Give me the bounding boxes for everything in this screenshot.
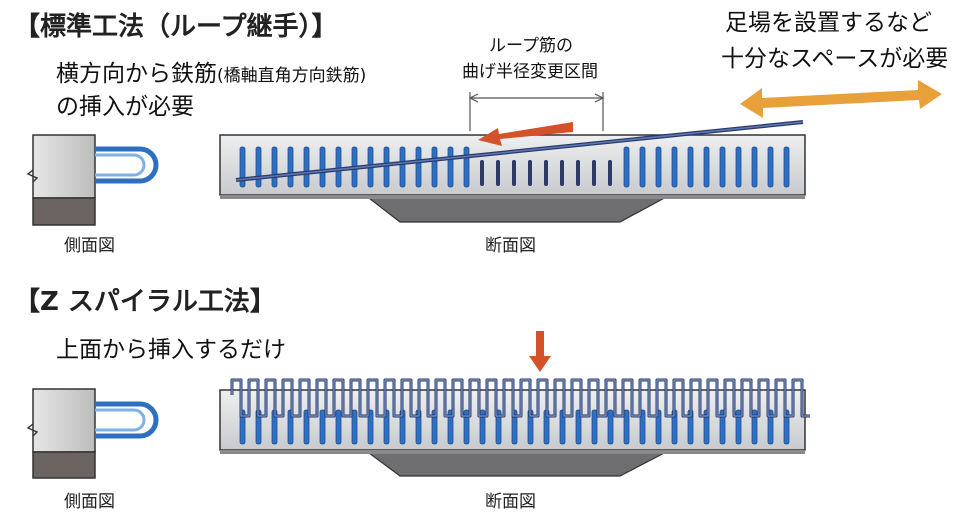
top-loop-bar: [671, 146, 678, 188]
top-rebar-group: [239, 146, 790, 188]
top-loop-bar: [576, 160, 580, 186]
workspace-double-arrow: [740, 80, 942, 118]
top-loop-bar: [528, 160, 532, 186]
top-loop-bar: [687, 146, 694, 188]
top-loop-bar: [544, 160, 548, 186]
loop-note-line2: 曲げ半径変更区間: [462, 62, 598, 82]
top-loop-bar: [480, 160, 484, 186]
top-loop-bar: [751, 146, 758, 188]
bottom-side-break-mark: [26, 423, 39, 437]
bottom-loop-bar: [751, 409, 758, 445]
top-side-slab: [32, 134, 96, 199]
bottom-section-caption: 断面図: [485, 492, 536, 512]
top-haunch: [363, 194, 671, 223]
bottom-loop-bar: [767, 409, 774, 445]
bottom-loop-bar: [623, 409, 630, 445]
bottom-loop-bar: [591, 409, 598, 445]
bottom-section-view: [219, 331, 810, 477]
top-requirement-line1: 横方向から鉄筋(橋軸直角方向鉄筋): [56, 63, 366, 86]
top-loop-bar: [447, 146, 454, 188]
top-insertion-arrow: [529, 331, 551, 372]
loop-note-line1: ループ筋の: [489, 36, 573, 56]
top-loop-bar: [255, 146, 262, 188]
top-side-break-mark: [26, 169, 39, 183]
bottom-loop-bar: [735, 409, 742, 445]
bottom-loop-bar: [479, 409, 486, 445]
top-loop-bar: [767, 146, 774, 188]
bottom-loop-bar: [575, 409, 582, 445]
bottom-side-caption: 側面図: [64, 492, 115, 512]
top-loop-bar: [608, 160, 612, 186]
top-loop-bar: [415, 146, 422, 188]
top-loop-bar: [319, 146, 326, 188]
bottom-title: 【Z スパイラル工法】: [14, 287, 276, 317]
bottom-side-loop-outer: [95, 401, 159, 439]
bottom-loop-bar: [463, 409, 470, 445]
top-loop-bar: [271, 146, 278, 188]
top-loop-bar: [512, 160, 516, 186]
top-requirement-text: 横方向から鉄筋: [56, 61, 217, 87]
top-loop-bar: [783, 146, 790, 188]
top-requirement-paren: (橋軸直角方向鉄筋): [217, 66, 367, 86]
top-loop-bar: [703, 146, 710, 188]
top-side-caption: 側面図: [64, 236, 115, 256]
top-loop-bar: [592, 160, 596, 186]
bottom-slab-bottom-edge: [220, 450, 805, 454]
top-loop-bar: [639, 146, 646, 188]
top-loop-bar: [399, 146, 406, 188]
top-transverse-rebar-highlight: [235, 121, 804, 181]
top-loop-bar: [383, 146, 390, 188]
top-loop-bar: [496, 160, 500, 186]
top-side-loop-inner: [95, 153, 146, 177]
top-loop-bar: [623, 146, 630, 188]
top-loop-bar: [463, 146, 470, 188]
bottom-side-girder: [32, 451, 96, 479]
space-note-line2: 十分なスペースが必要: [721, 46, 949, 72]
bottom-lead: 上面から挿入するだけ: [56, 337, 286, 363]
bottom-loop-bar: [319, 409, 326, 445]
top-requirement-line2: の挿入が必要: [56, 94, 194, 120]
bottom-loop-bar: [607, 409, 614, 445]
z-spiral-highlight: [231, 379, 810, 417]
bottom-loop-bar: [495, 409, 502, 445]
top-loop-bar: [735, 146, 742, 188]
bottom-loop-bar: [335, 409, 342, 445]
bottom-rebar-group: [239, 409, 790, 445]
top-loop-bar: [431, 146, 438, 188]
space-note-line1: 足場を設置するなど: [725, 10, 932, 36]
bottom-loop-bar: [719, 409, 726, 445]
top-loop-bar: [560, 160, 564, 186]
bottom-loop-bar: [447, 409, 454, 445]
bottom-side-loop-inner: [95, 408, 146, 432]
bottom-loop-bar: [639, 409, 646, 445]
top-loop-bar: [655, 146, 662, 188]
top-section-caption: 断面図: [485, 236, 536, 256]
top-side-girder: [32, 197, 96, 226]
top-loop-bar: [287, 146, 294, 188]
top-loop-bar: [335, 146, 342, 188]
top-side-loop-outer: [95, 146, 159, 184]
top-loop-bar: [303, 146, 310, 188]
top-title: 【標準工法（ループ継手）】: [14, 12, 338, 42]
bend-zone-left-arrowhead: [468, 93, 479, 103]
insertion-direction-arrow: [478, 122, 573, 146]
top-loop-bar: [239, 146, 246, 188]
bottom-loop-bar: [303, 409, 310, 445]
z-spiral-rebar: [230, 378, 810, 418]
bottom-loop-bar: [367, 409, 374, 445]
top-loop-bar: [719, 146, 726, 188]
bend-zone-right-arrowhead: [594, 93, 605, 103]
bottom-side-slab: [32, 388, 96, 453]
top-side-view: [26, 134, 159, 226]
bottom-loop-bar: [351, 409, 358, 445]
top-section-view: [219, 80, 942, 223]
bottom-side-view: [26, 388, 159, 479]
top-slab-bottom-edge: [220, 195, 805, 199]
